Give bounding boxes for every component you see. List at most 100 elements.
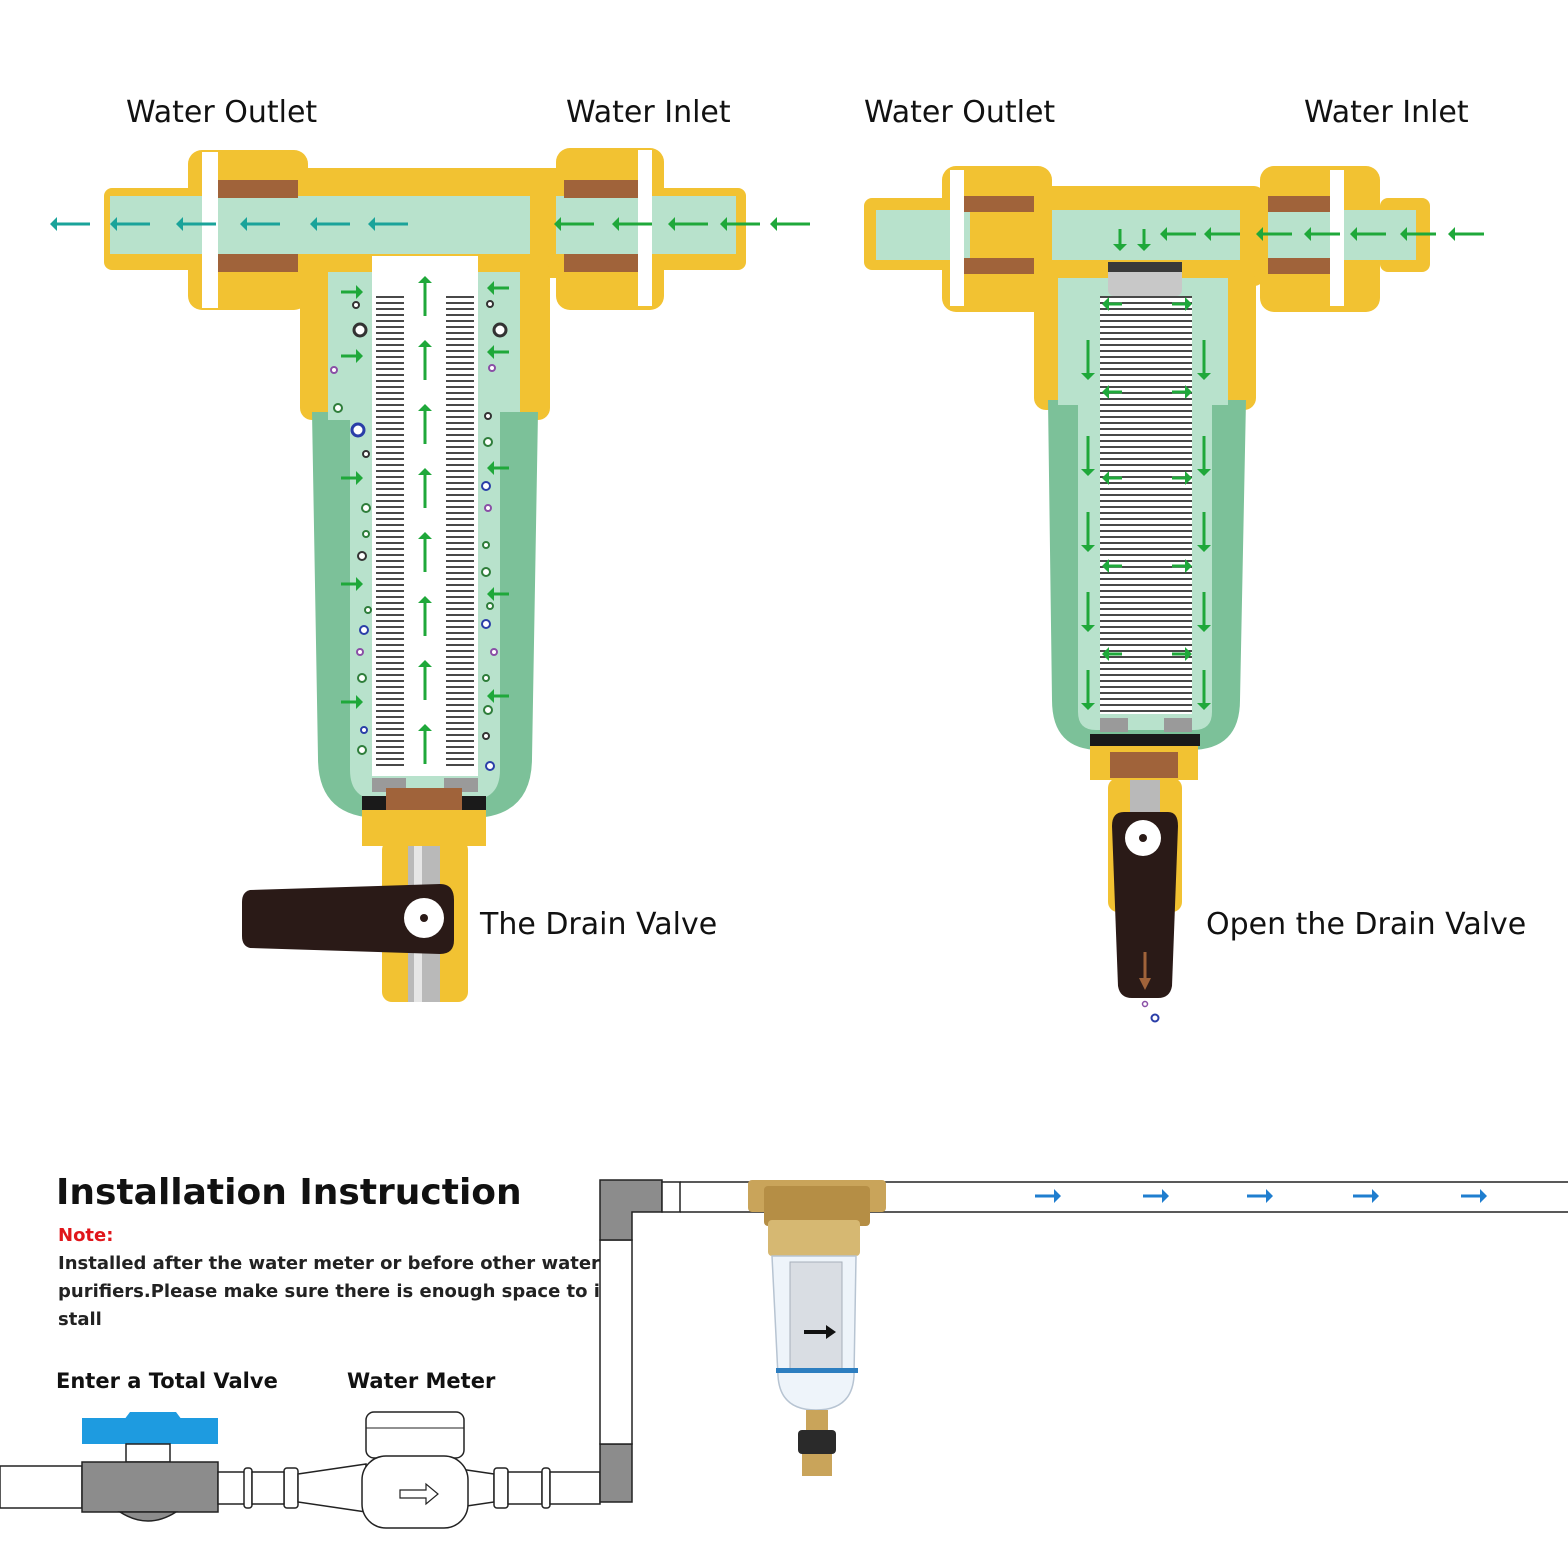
water-meter-label: Water Meter <box>347 1369 496 1393</box>
particle <box>486 300 494 308</box>
flow-arrow <box>1204 227 1240 241</box>
right-valve-label: Open the Drain Valve <box>1206 907 1526 942</box>
flow-arrow <box>1197 670 1211 710</box>
flow-arrow <box>341 577 363 591</box>
flow-arrow <box>1172 471 1192 485</box>
flow-arrow <box>770 217 810 231</box>
particle <box>488 364 496 372</box>
flow-arrow <box>487 587 509 601</box>
particle <box>352 322 368 338</box>
flow-arrow <box>1143 1189 1169 1203</box>
meter-direction-icon <box>399 1482 439 1506</box>
particle <box>333 403 343 413</box>
particle <box>362 530 370 538</box>
flow-arrow <box>1081 592 1095 632</box>
filter-direction-icon <box>804 1325 836 1339</box>
flow-arrow <box>612 217 652 231</box>
flow-arrow <box>1160 227 1196 241</box>
right-drain-handle[interactable] <box>1112 812 1178 998</box>
particle <box>481 481 491 491</box>
flow-arrow <box>418 276 432 316</box>
flow-arrow <box>1350 227 1386 241</box>
flow-arrow <box>341 471 363 485</box>
flow-arrow <box>1102 471 1122 485</box>
flow-arrow <box>487 281 509 295</box>
flow-arrow <box>1197 592 1211 632</box>
note-line-1: Installed after the water meter or befor… <box>58 1253 600 1274</box>
flow-arrow <box>341 285 363 299</box>
flow-arrow <box>50 217 90 231</box>
flow-arrow <box>310 217 350 231</box>
particle <box>483 437 493 447</box>
flow-arrow <box>418 724 432 764</box>
flow-arrow <box>487 461 509 475</box>
flow-arrow <box>1197 436 1211 476</box>
flow-arrow <box>1172 647 1192 661</box>
particle <box>485 761 495 771</box>
left-flow-arrows <box>50 217 810 764</box>
right-inlet-label: Water Inlet <box>1304 95 1469 130</box>
particle <box>364 606 372 614</box>
particle <box>360 726 368 734</box>
note-label: Note: <box>58 1225 113 1246</box>
flow-arrow <box>1113 229 1127 251</box>
particle <box>481 619 491 629</box>
particle <box>356 648 364 656</box>
particle <box>357 745 367 755</box>
particle <box>357 673 367 683</box>
flow-arrow <box>1304 227 1340 241</box>
note-line-3: stall <box>58 1309 102 1330</box>
left-drain-handle[interactable] <box>242 884 454 954</box>
note-line-2: purifiers.Please make sure there is enou… <box>58 1281 620 1302</box>
right-filter-mesh <box>1100 296 1192 714</box>
particle <box>486 602 494 610</box>
flow-arrow <box>1102 647 1122 661</box>
total-valve[interactable] <box>81 1412 219 1522</box>
flow-arrow <box>1247 1189 1273 1203</box>
flow-arrow <box>1448 227 1484 241</box>
water-meter <box>297 1411 495 1529</box>
flow-arrow <box>1197 340 1211 380</box>
flow-arrow <box>418 532 432 572</box>
flow-arrow <box>1081 670 1095 710</box>
left-particles <box>330 300 508 771</box>
flow-arrow <box>554 217 594 231</box>
flow-arrow <box>668 217 708 231</box>
flow-arrow <box>418 660 432 700</box>
particle <box>490 648 498 656</box>
flow-arrow <box>1353 1189 1379 1203</box>
riser-pipe <box>599 1239 633 1445</box>
flow-arrow <box>1102 385 1122 399</box>
left-outlet-label: Water Outlet <box>126 95 317 130</box>
flow-arrow <box>1400 227 1436 241</box>
particle <box>361 503 371 513</box>
particle <box>492 322 508 338</box>
flow-arrow <box>1256 227 1292 241</box>
right-filter <box>864 166 1484 1023</box>
inlet-pipe <box>0 1465 83 1509</box>
particle <box>362 450 370 458</box>
particle <box>352 301 360 309</box>
left-inlet-label: Water Inlet <box>566 95 731 130</box>
left-filter <box>50 148 810 1002</box>
flow-arrow <box>1102 559 1122 573</box>
upper-elbow <box>599 1179 663 1241</box>
particle <box>330 366 338 374</box>
particle <box>484 504 492 512</box>
flow-arrow <box>487 689 509 703</box>
flow-arrow <box>1172 297 1192 311</box>
flow-arrow <box>1172 559 1192 573</box>
flow-arrow <box>1102 297 1122 311</box>
flow-arrow <box>176 217 216 231</box>
flow-arrow <box>1461 1189 1487 1203</box>
flow-arrow <box>1137 229 1151 251</box>
pipe-flow-arrows <box>1035 1189 1487 1203</box>
valve-blue-handle[interactable] <box>82 1418 218 1444</box>
total-valve-label: Enter a Total Valve <box>56 1369 278 1393</box>
installation-title: Installation Instruction <box>56 1172 522 1213</box>
particle <box>482 541 490 549</box>
particle <box>350 422 366 438</box>
installed-filter <box>748 1180 886 1476</box>
particle <box>483 705 493 715</box>
